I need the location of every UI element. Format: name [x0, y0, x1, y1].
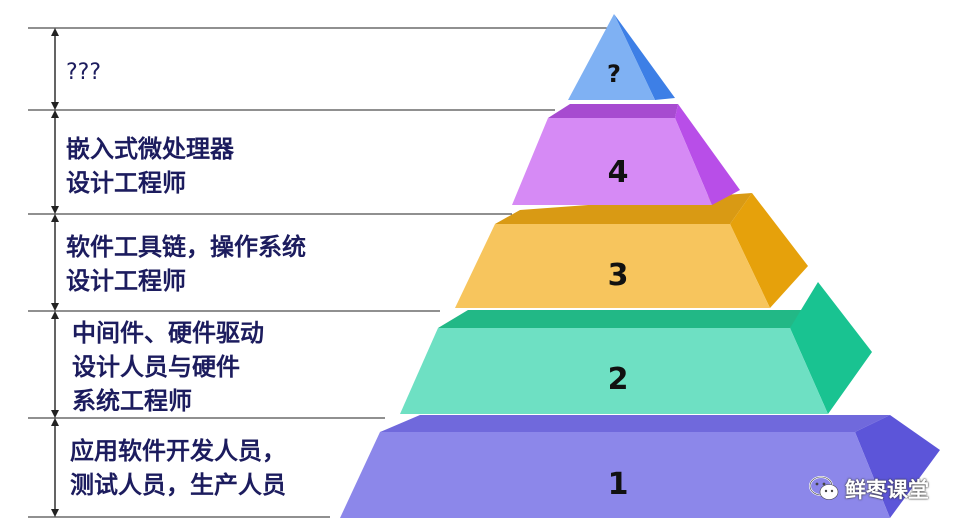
tier-4-front	[512, 118, 712, 205]
dimension-arrow-1	[51, 418, 59, 517]
dimension-arrow-3	[51, 214, 59, 311]
tier-2-top	[438, 310, 818, 328]
level-2-line-1: 中间件、硬件驱动	[72, 319, 264, 347]
level-2-line-3: 系统工程师	[72, 387, 192, 415]
level-1-line-1: 应用软件开发人员，	[70, 437, 286, 465]
level-1-label: 应用软件开发人员， 测试人员，生产人员	[70, 434, 286, 502]
tier-4-side	[675, 104, 740, 205]
dimension-arrow-5	[51, 28, 59, 110]
dimension-arrow-4	[51, 110, 59, 214]
pyramid-tier-3	[455, 193, 808, 308]
level-4-label: 嵌入式微处理器 设计工程师	[66, 132, 234, 200]
tier-3-front	[455, 224, 770, 308]
tier-5-number: ?	[607, 60, 621, 88]
level-5-label: ???	[66, 56, 101, 90]
level-2-label: 中间件、硬件驱动 设计人员与硬件 系统工程师	[72, 316, 264, 418]
watermark-text: 鲜枣课堂	[845, 478, 929, 502]
level-4-line-2: 设计工程师	[66, 169, 186, 197]
level-5-line-1: ???	[66, 60, 102, 85]
tier-3-number: 3	[608, 258, 629, 293]
tier-2-side	[790, 282, 872, 414]
tier-5-front	[568, 14, 655, 100]
tier-4-top	[548, 104, 678, 118]
level-1-line-2: 测试人员，生产人员	[70, 471, 286, 499]
pyramid-tier-4	[512, 104, 740, 205]
level-4-line-1: 嵌入式微处理器	[66, 135, 234, 163]
pyramid-tier-5	[568, 14, 675, 100]
tier-1-top	[380, 415, 890, 432]
watermark: 鲜枣课堂	[809, 474, 929, 504]
dimension-arrows	[51, 28, 59, 517]
tier-1-side	[855, 415, 940, 518]
tier-1-number: 1	[608, 467, 629, 502]
tier-2-number: 2	[608, 362, 629, 397]
level-3-label: 软件工具链，操作系统 设计工程师	[66, 230, 306, 298]
pyramid-tier-2	[400, 282, 872, 414]
level-2-line-2: 设计人员与硬件	[72, 353, 240, 381]
pyramid-tier-1	[340, 415, 940, 518]
dimension-arrow-2	[51, 311, 59, 418]
tier-1-front	[340, 432, 890, 518]
tier-5-side	[614, 14, 675, 100]
tier-4-number: 4	[608, 155, 629, 190]
tier-2-front	[400, 328, 828, 414]
level-3-line-2: 设计工程师	[66, 267, 186, 295]
wechat-icon	[809, 476, 839, 500]
level-3-line-1: 软件工具链，操作系统	[66, 233, 306, 261]
tier-3-side	[730, 193, 808, 308]
